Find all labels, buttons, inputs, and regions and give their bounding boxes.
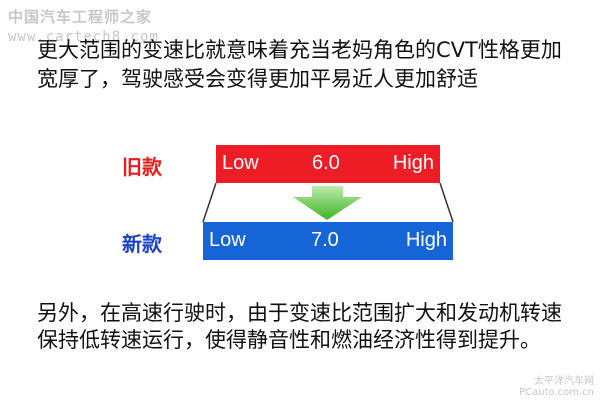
old-model-label: 旧款 [122, 155, 162, 179]
new-high-label: High [405, 229, 447, 251]
down-arrow-icon [293, 186, 362, 220]
old-ratio-bar: Low 6.0 High [216, 145, 440, 183]
old-low-label: Low [222, 152, 259, 174]
watermark-site-name: 中国汽车工程师之家 [8, 8, 153, 26]
outro-paragraph: 另外，在高速行驶时，由于变速比范围扩大和发动机转速保持低转速运行，使得静音性和燃… [37, 301, 562, 352]
new-ratio-value: 7.0 [311, 229, 339, 251]
new-ratio-bar: Low 7.0 High [203, 222, 453, 260]
intro-paragraph: 更大范围的变速比就意味着充当老妈角色的CVT性格更加宽厚了，驾驶感受会变得更加平… [37, 38, 562, 91]
watermark-corner: 太平洋汽车网 PCauto.com.cn [519, 376, 594, 398]
old-high-label: High [392, 152, 434, 174]
old-ratio-value: 6.0 [312, 152, 340, 174]
watermark-corner-text: 太平洋汽车网 [534, 376, 594, 387]
new-model-label: 新款 [122, 232, 162, 256]
watermark-site-url: www.cartech8.com [8, 29, 159, 45]
new-low-label: Low [209, 229, 246, 251]
connector-right [439, 182, 454, 223]
connector-left [202, 182, 217, 223]
watermark-corner-url: PCauto.com.cn [519, 387, 594, 398]
